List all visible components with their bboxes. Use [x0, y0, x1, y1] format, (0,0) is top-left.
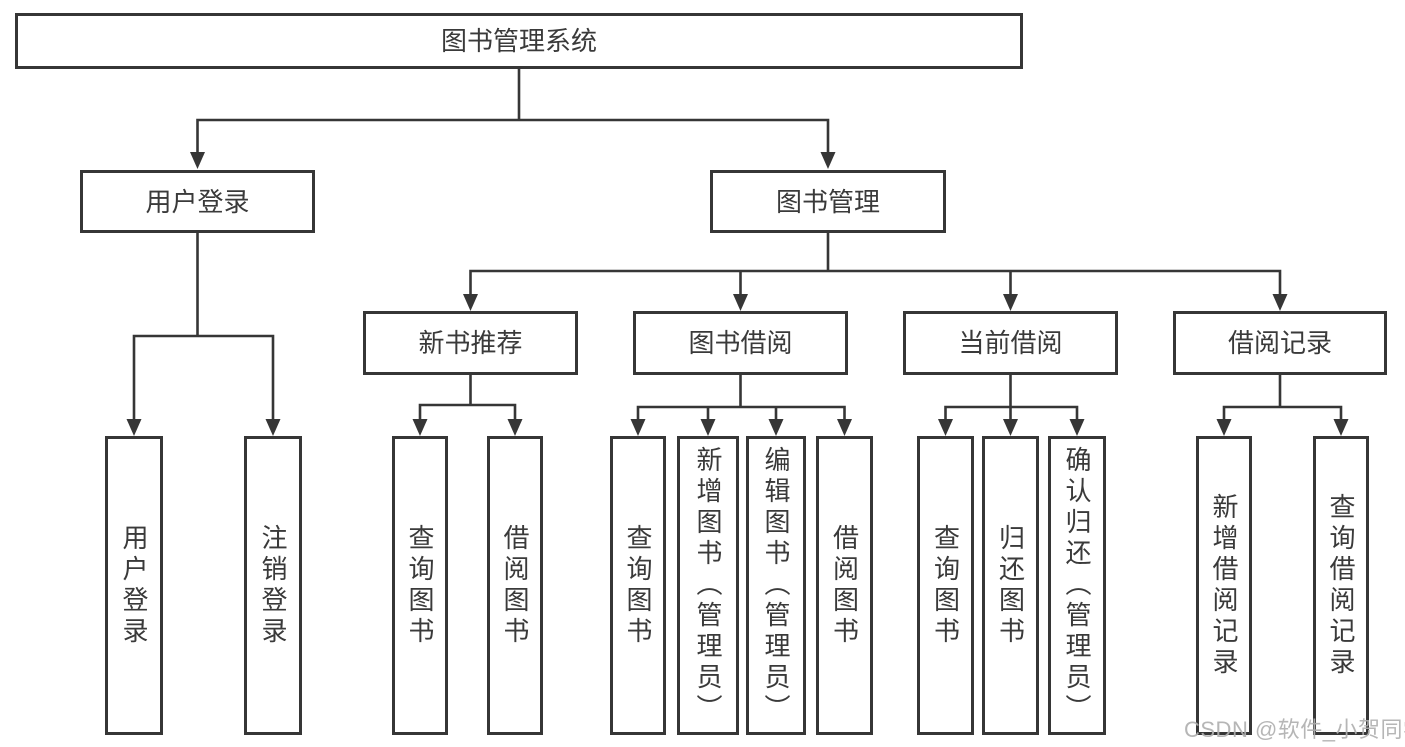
arrow-icon: [938, 419, 953, 436]
edge-borrow-records-to-leaves: [1222, 373, 1343, 427]
leaf-edit-book-admin: 编辑图书（管理员）: [746, 436, 806, 735]
leaf-borrow-books-recommend: 借阅图书: [487, 436, 543, 735]
node-book-borrowing: 图书借阅: [633, 311, 848, 375]
arrow-icon: [820, 152, 836, 169]
node-label: 新书推荐: [418, 328, 523, 358]
node-label: 查询图书: [930, 523, 961, 648]
leaf-confirm-return-admin: 确认归还（管理员）: [1048, 436, 1106, 735]
edge-user-login-to-leaves: [132, 231, 275, 427]
arrow-icon: [265, 419, 281, 436]
edge-book-borrow-to-leaves: [636, 373, 846, 427]
arrow-icon: [1069, 419, 1085, 436]
arrow-icon: [1003, 419, 1018, 436]
arrow-icon: [507, 419, 523, 436]
arrow-icon: [412, 419, 428, 436]
leaf-return-book: 归还图书: [982, 436, 1039, 735]
node-label: 归还图书: [995, 523, 1026, 648]
arrow-icon: [630, 419, 646, 436]
leaf-borrow-books: 借阅图书: [816, 436, 873, 735]
arrow-icon: [126, 419, 142, 436]
node-borrowing-records: 借阅记录: [1173, 311, 1387, 375]
node-label: 图书借阅: [688, 328, 793, 358]
node-label: 注销登录: [258, 523, 288, 648]
node-label: 用户登录: [119, 523, 149, 648]
leaf-add-borrow-record: 新增借阅记录: [1196, 436, 1252, 735]
node-book-management: 图书管理: [710, 170, 946, 233]
arrow-icon: [190, 152, 205, 169]
node-label: 新增图书（管理员）: [693, 446, 723, 725]
arrow-icon: [837, 419, 852, 436]
edge-new-book-to-leaves: [418, 373, 517, 427]
node-label: 用户登录: [145, 186, 250, 217]
arrow-icon: [768, 419, 784, 436]
arrow-icon: [700, 419, 716, 436]
node-label: 查询图书: [623, 523, 653, 648]
node-library-management-system: 图书管理系统: [15, 13, 1023, 69]
leaf-query-books-borrow: 查询图书: [610, 436, 666, 735]
leaf-query-books-recommend: 查询图书: [392, 436, 448, 735]
node-label: 当前借阅: [958, 328, 1063, 358]
node-current-borrowing: 当前借阅: [903, 311, 1118, 375]
node-label: 借阅图书: [829, 523, 860, 648]
edge-current-borrow-to-leaves: [944, 373, 1079, 427]
arrow-icon: [733, 294, 748, 311]
node-user-login: 用户登录: [80, 170, 315, 233]
leaf-logout: 注销登录: [244, 436, 302, 735]
edge-book-management-to-level3: [469, 231, 1282, 302]
leaf-query-books-current: 查询图书: [917, 436, 974, 735]
leaf-user-login: 用户登录: [105, 436, 163, 735]
arrow-icon: [1333, 419, 1349, 436]
arrow-icon: [1272, 294, 1288, 311]
node-new-book-recommendation: 新书推荐: [363, 311, 578, 375]
arrow-icon: [1003, 294, 1018, 311]
node-label: 查询图书: [405, 523, 435, 648]
edge-root-to-level2: [196, 67, 830, 160]
arrow-icon: [463, 294, 478, 311]
node-label: 编辑图书（管理员）: [761, 446, 791, 725]
node-label: 图书管理: [775, 186, 880, 217]
node-label: 借阅记录: [1227, 328, 1332, 358]
csdn-watermark: CSDN @软件_小贺同学: [1184, 717, 1405, 742]
arrow-icon: [1216, 419, 1232, 436]
node-label: 查询借阅记录: [1326, 492, 1356, 679]
node-label: 确认归还（管理员）: [1062, 446, 1092, 725]
node-label: 图书管理系统: [440, 26, 597, 56]
node-label: 新增借阅记录: [1209, 492, 1239, 679]
leaf-add-book-admin: 新增图书（管理员）: [677, 436, 739, 735]
leaf-query-borrow-record: 查询借阅记录: [1313, 436, 1369, 735]
node-label: 借阅图书: [500, 523, 530, 648]
